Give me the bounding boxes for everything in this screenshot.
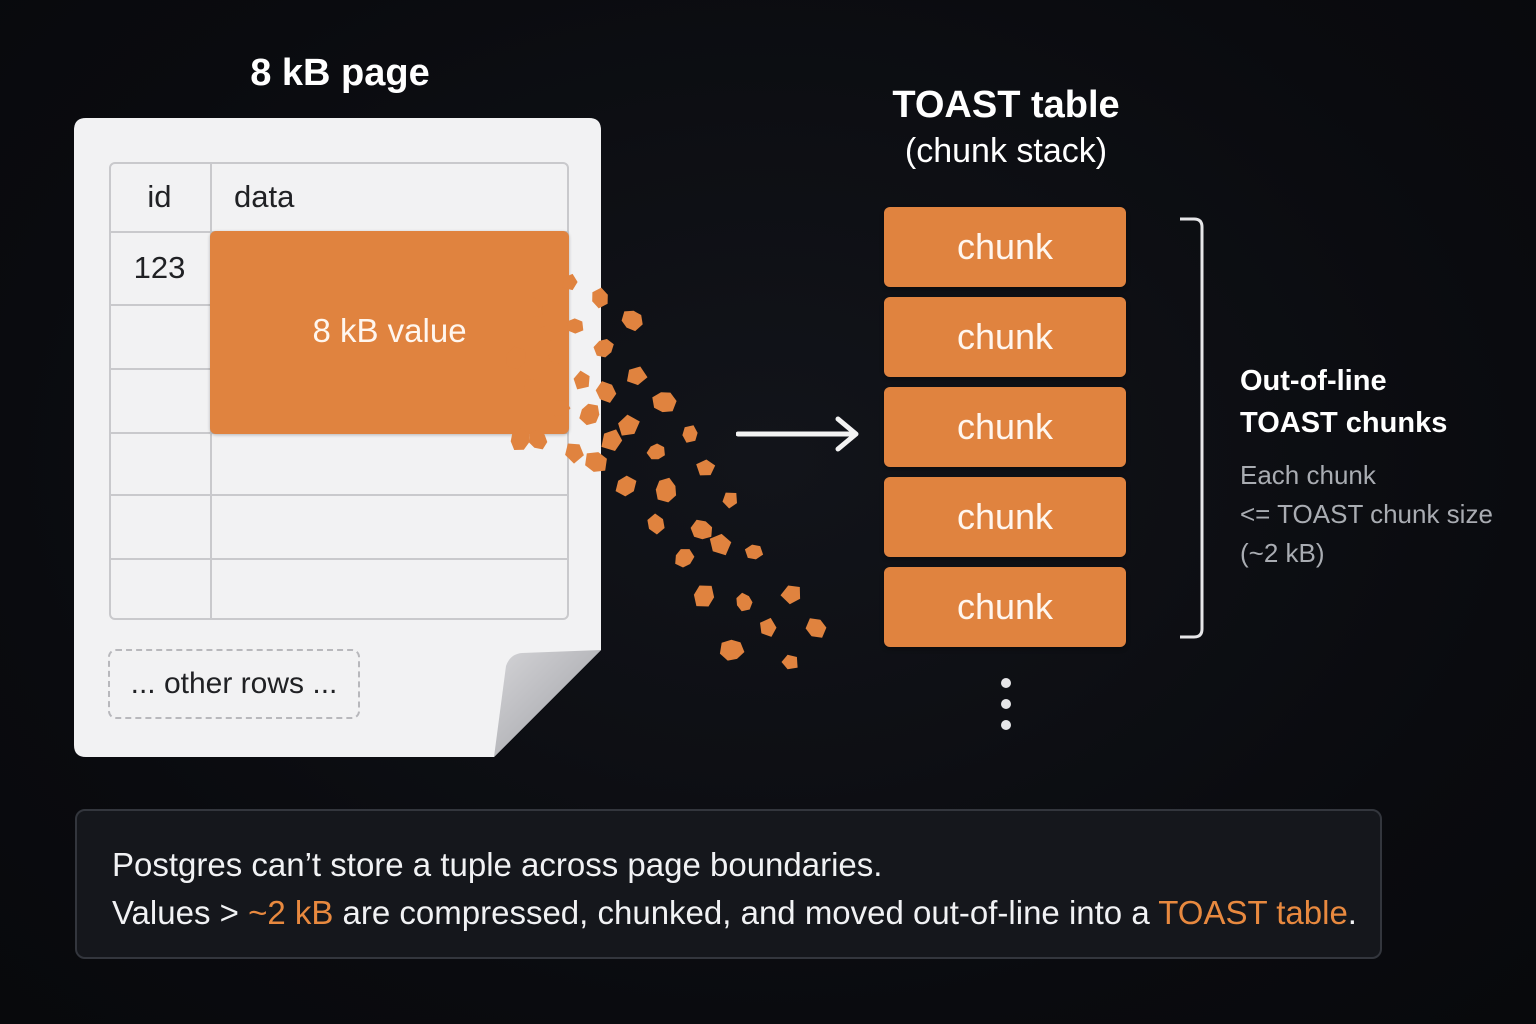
value-fragment bbox=[722, 492, 737, 509]
value-fragment bbox=[646, 443, 665, 460]
caption-highlight-size: ~2 kB bbox=[248, 894, 334, 931]
chunk-size-note-line1: Each chunk bbox=[1240, 460, 1376, 490]
toast-chunk: chunk bbox=[884, 387, 1126, 467]
more-chunks-ellipsis-icon bbox=[1001, 678, 1011, 730]
value-fragment bbox=[690, 519, 713, 540]
value-fragment bbox=[522, 295, 543, 318]
value-fragment bbox=[573, 370, 590, 390]
value-fragment bbox=[627, 366, 648, 386]
row-divider bbox=[109, 494, 569, 496]
value-fragment bbox=[618, 414, 640, 436]
value-fragment bbox=[615, 475, 637, 497]
value-fragment bbox=[744, 544, 764, 560]
caption-line-1: Postgres can’t store a tuple across page… bbox=[112, 846, 883, 883]
caption-highlight-toast: TOAST table bbox=[1158, 894, 1348, 931]
value-fragment bbox=[760, 617, 777, 637]
caption-box: Postgres can’t store a tuple across page… bbox=[75, 809, 1382, 959]
page-title: 8 kB page bbox=[250, 52, 430, 94]
value-fragment bbox=[565, 443, 584, 464]
caption-text: . bbox=[1347, 894, 1357, 931]
row-id-value: 123 bbox=[133, 249, 186, 285]
value-fragment bbox=[547, 347, 564, 366]
value-fragment bbox=[566, 318, 584, 334]
chunk-size-note-line2: <= TOAST chunk size bbox=[1240, 499, 1493, 529]
chunk-size-note-line3: (~2 kB) bbox=[1240, 538, 1325, 568]
value-fragment bbox=[528, 429, 548, 450]
out-of-line-label-line1: Out-of-line bbox=[1240, 365, 1387, 397]
value-fragment bbox=[621, 310, 643, 332]
value-fragment bbox=[510, 428, 530, 450]
value-fragment bbox=[595, 381, 617, 403]
heap-page: id data 123 8 kB value ... other rows ..… bbox=[74, 118, 601, 757]
chunk-group-bracket bbox=[1180, 217, 1204, 639]
toast-chunk: chunk bbox=[884, 207, 1126, 287]
toast-chunk: chunk bbox=[884, 567, 1126, 647]
caption-text: are compressed, chunked, and moved out-o… bbox=[333, 894, 1159, 931]
value-fragment bbox=[675, 549, 695, 568]
value-label: 8 kB value bbox=[312, 311, 467, 349]
value-fragment bbox=[736, 592, 753, 612]
caption-line-2: Values > ~2 kB are compressed, chunked, … bbox=[112, 889, 1380, 937]
caption-text: Values > bbox=[112, 894, 249, 931]
column-header-data: data bbox=[234, 178, 295, 214]
value-fragment bbox=[592, 287, 608, 309]
other-rows-placeholder: ... other rows ... bbox=[108, 649, 360, 719]
toast-table-title: TOAST table (chunk stack) bbox=[806, 82, 1206, 174]
value-fragment bbox=[593, 339, 614, 358]
toast-title-text: TOAST table bbox=[892, 84, 1120, 126]
value-fragment bbox=[549, 399, 571, 417]
chunk-size-note: Each chunk <= TOAST chunk size (~2 kB) bbox=[1240, 456, 1530, 573]
value-fragment bbox=[585, 452, 607, 472]
value-fragment bbox=[506, 346, 526, 370]
value-fragment bbox=[781, 654, 798, 670]
toast-subtitle: (chunk stack) bbox=[904, 132, 1108, 170]
value-fragment bbox=[780, 585, 801, 605]
column-header-id: id bbox=[147, 178, 172, 214]
value-fragment bbox=[601, 429, 623, 451]
value-fragment bbox=[562, 273, 578, 291]
out-of-line-label: Out-of-line TOAST chunks bbox=[1240, 360, 1530, 444]
value-fragment bbox=[682, 425, 698, 443]
row-divider bbox=[109, 304, 210, 306]
arrow-right-icon bbox=[736, 416, 859, 452]
toast-chunk: chunk bbox=[884, 297, 1126, 377]
value-fragment bbox=[696, 459, 716, 476]
out-of-line-label-line2: TOAST chunks bbox=[1240, 407, 1448, 439]
large-value-block: 8 kB value bbox=[210, 231, 569, 434]
value-fragment bbox=[579, 403, 600, 426]
toast-chunk: chunk bbox=[884, 477, 1126, 557]
row-divider bbox=[109, 558, 569, 560]
value-fragment bbox=[524, 379, 541, 394]
value-fragment bbox=[655, 477, 677, 503]
value-fragment bbox=[693, 585, 715, 607]
row-divider bbox=[109, 368, 210, 370]
value-fragment bbox=[805, 618, 827, 638]
value-fragment bbox=[709, 533, 732, 556]
value-fragment bbox=[652, 392, 677, 413]
value-fragment bbox=[719, 639, 745, 661]
value-fragment bbox=[647, 513, 665, 535]
value-fragment bbox=[535, 325, 557, 343]
